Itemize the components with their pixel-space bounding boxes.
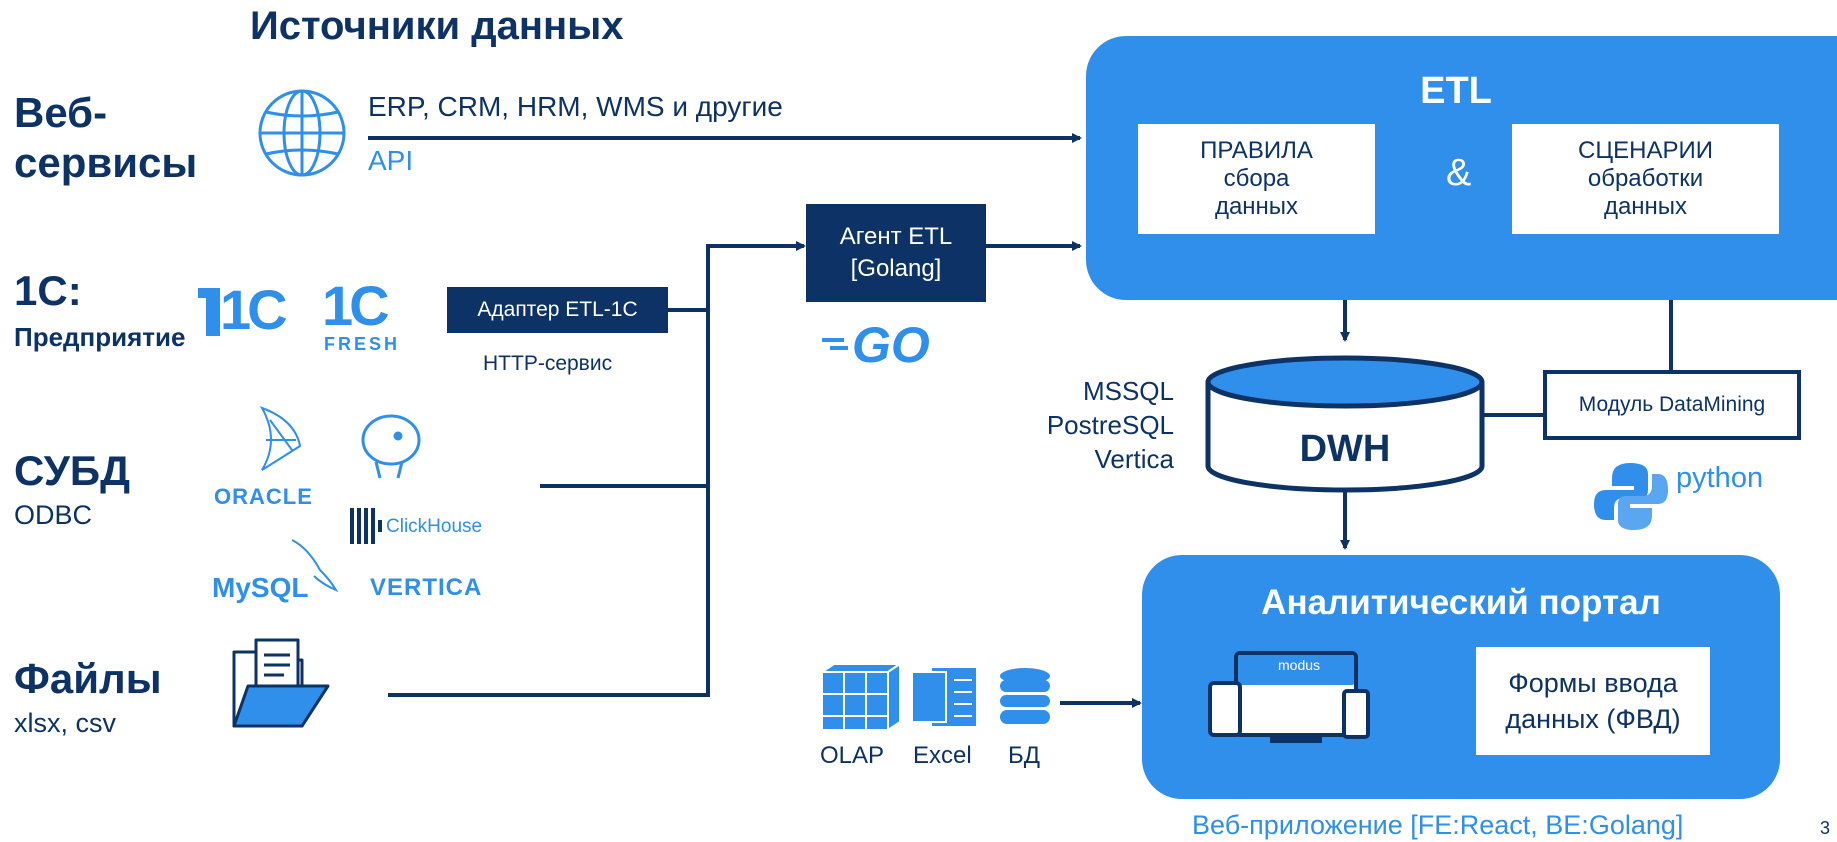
sqlserver-icon <box>259 406 302 471</box>
datamining-box: Модуль DataMining <box>1543 370 1801 440</box>
db-label: БД <box>1008 742 1041 769</box>
go-logo: GO <box>852 317 930 373</box>
mysql-logo: MySQL <box>212 572 309 603</box>
adapter-note: HTTP-сервис <box>483 352 613 375</box>
database-icon <box>1000 668 1050 724</box>
onec-logo-icon <box>198 288 220 336</box>
excel-label: Excel <box>913 742 972 769</box>
python-label: python <box>1676 462 1764 494</box>
etl-title: ETL <box>1420 70 1492 112</box>
onec-subtitle: Предприятие <box>14 322 186 352</box>
web-services-title: Веб- сервисы <box>14 89 198 186</box>
dwh-label: DWH <box>1299 428 1391 470</box>
oracle-logo: ORACLE <box>214 484 313 509</box>
agent-etl-box: Агент ETL [Golang] <box>806 204 986 302</box>
dwh-engines: MSSQL PostreSQL Vertica <box>1046 376 1174 474</box>
monitor-screen <box>1238 655 1354 685</box>
vertica-logo: VERTICA <box>370 574 483 601</box>
api-label: API <box>368 145 414 176</box>
globe-icon <box>258 89 346 177</box>
portal-caption: Веб-приложение [FE:React, BE:Golang] <box>1192 810 1684 840</box>
onec-title: 1С: <box>14 267 82 314</box>
modus-logo: modus <box>1278 657 1321 673</box>
phone-icon <box>1342 689 1370 739</box>
python-icon <box>1594 463 1668 530</box>
olap-label: OLAP <box>820 742 885 769</box>
etl-panel: ETL ПРАВИЛА сбора данных & СЦЕНАРИИ обра… <box>1086 36 1837 300</box>
clickhouse-icon <box>350 508 382 544</box>
tablet-icon <box>1208 681 1242 737</box>
monitor-icon: modus <box>1234 651 1358 737</box>
etl-ampersand: & <box>1446 152 1472 194</box>
portal-title: Аналитический портал <box>1261 583 1661 622</box>
portal-panel: Аналитический портал modus Формы ввода д… <box>1142 555 1780 799</box>
onec-fresh-logo: 1С <box>322 274 390 337</box>
excel-icon <box>911 668 976 726</box>
files-subtitle: xlsx, csv <box>14 708 117 738</box>
adapter-box: Адаптер ETL-1С <box>447 287 668 333</box>
page-title: Источники данных <box>250 4 624 48</box>
clickhouse-logo: ClickHouse <box>386 516 483 537</box>
onec-logo: 1С <box>220 278 288 341</box>
dbms-title: СУБД <box>14 447 131 494</box>
etl-scenarios-box: СЦЕНАРИИ обработки данных <box>1512 124 1779 234</box>
monitor-stand <box>1270 737 1322 743</box>
mysql-dolphin-icon <box>291 539 339 593</box>
go-icon <box>822 338 848 350</box>
olap-cube-icon <box>818 662 904 732</box>
postgres-icon <box>361 414 421 479</box>
page-number: 3 <box>1820 818 1831 838</box>
folder-icon <box>232 638 330 728</box>
dwh-cylinder <box>1205 355 1485 493</box>
web-services-list: ERP, CRM, HRM, WMS и другие <box>368 91 783 122</box>
forms-box: Формы ввода данных (ФВД) <box>1476 647 1710 755</box>
fresh-label: FRESH <box>324 334 401 354</box>
files-title: Файлы <box>14 655 162 702</box>
etl-rules-box: ПРАВИЛА сбора данных <box>1138 124 1375 234</box>
dbms-subtitle: ODBC <box>14 500 93 530</box>
